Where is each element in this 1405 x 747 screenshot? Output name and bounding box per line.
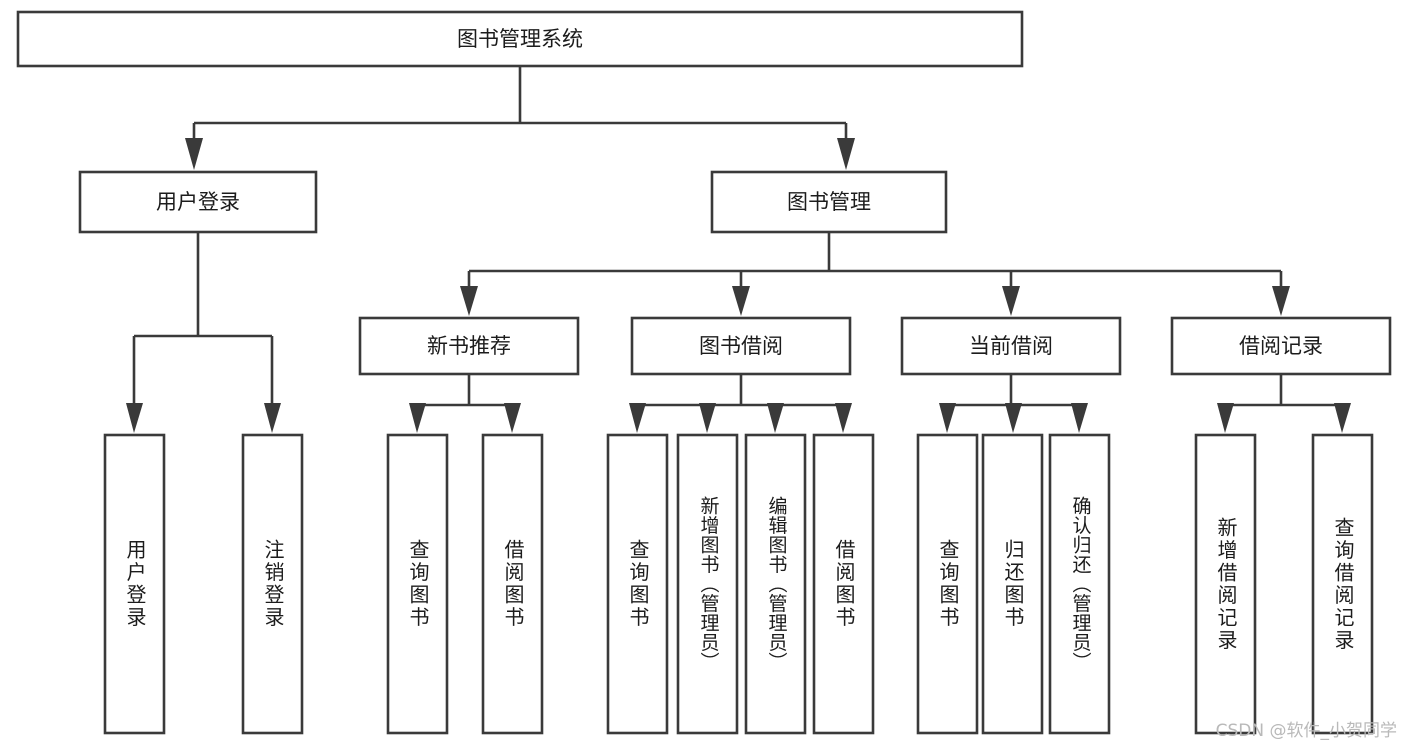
node-user-login[interactable]: 用户登录 bbox=[78, 170, 318, 234]
node-book-borrow-box[interactable] bbox=[630, 316, 852, 376]
arrow-icon-leaf-logout bbox=[264, 403, 281, 433]
node-leaf-add-book-box[interactable] bbox=[676, 433, 739, 735]
node-leaf-query-book-brw-box[interactable] bbox=[606, 433, 669, 735]
leaf-boxes bbox=[103, 433, 1374, 735]
arrow-icon-user-login bbox=[185, 138, 203, 170]
connector-root-to-level1 bbox=[185, 66, 855, 170]
arrow-icon-leaf-confirm-return bbox=[1071, 403, 1088, 433]
node-leaf-add-record-box[interactable] bbox=[1194, 433, 1257, 735]
node-book-manage[interactable]: 图书管理 bbox=[710, 170, 948, 234]
arrow-icon-book-borrow bbox=[732, 286, 750, 316]
arrow-icon-leaf-query-book-rec bbox=[409, 403, 426, 433]
node-root-box[interactable] bbox=[16, 10, 1024, 68]
arrow-icon-borrow-record bbox=[1272, 286, 1290, 316]
arrow-icon-leaf-add-record bbox=[1217, 403, 1234, 433]
arrow-icon-leaf-query-book-cur bbox=[939, 403, 956, 433]
arrow-icon-leaf-edit-book bbox=[767, 403, 784, 433]
node-new-book-recommend[interactable]: 新书推荐 bbox=[358, 316, 580, 376]
node-new-book-recommend-label: 新书推荐 bbox=[427, 334, 511, 358]
node-borrow-record-box[interactable] bbox=[1170, 316, 1392, 376]
node-leaf-query-book-cur-box[interactable] bbox=[916, 433, 979, 735]
arrow-icon-leaf-query-book-brw bbox=[629, 403, 646, 433]
node-root-label: 图书管理系统 bbox=[457, 27, 583, 51]
node-leaf-user-login-box[interactable] bbox=[103, 433, 166, 735]
arrow-icon-leaf-return-book bbox=[1005, 403, 1022, 433]
node-new-book-recommend-box[interactable] bbox=[358, 316, 580, 376]
arrow-icon-leaf-query-record bbox=[1334, 403, 1351, 433]
node-leaf-query-record-box[interactable] bbox=[1311, 433, 1374, 735]
node-current-borrow-label: 当前借阅 bbox=[969, 334, 1053, 358]
node-root[interactable]: 图书管理系统 bbox=[16, 10, 1024, 68]
node-leaf-logout-box[interactable] bbox=[241, 433, 304, 735]
node-borrow-record[interactable]: 借阅记录 bbox=[1170, 316, 1392, 376]
arrow-icon-leaf-borrow-book-brw bbox=[835, 403, 852, 433]
connector-borrowrecord-to-leaves bbox=[1217, 374, 1351, 433]
node-book-manage-label: 图书管理 bbox=[787, 190, 871, 214]
arrow-icon-new-book-recommend bbox=[460, 286, 478, 316]
node-leaf-return-book-box[interactable] bbox=[981, 433, 1044, 735]
arrow-icon-leaf-add-book bbox=[699, 403, 716, 433]
node-borrow-record-label: 借阅记录 bbox=[1239, 334, 1323, 358]
arrow-icon-leaf-borrow-book-rec bbox=[504, 403, 521, 433]
node-leaf-edit-book-box[interactable] bbox=[744, 433, 807, 735]
node-leaf-borrow-book-brw-box[interactable] bbox=[812, 433, 875, 735]
connector-bookborrow-to-leaves bbox=[629, 374, 852, 433]
connector-bookmanage-to-level2 bbox=[460, 232, 1290, 316]
node-current-borrow-box[interactable] bbox=[900, 316, 1122, 376]
connector-currentborrow-to-leaves bbox=[939, 374, 1088, 433]
node-leaf-query-book-rec-box[interactable] bbox=[386, 433, 449, 735]
node-user-login-box[interactable] bbox=[78, 170, 318, 234]
arrow-icon-book-manage bbox=[837, 138, 855, 170]
node-user-login-label: 用户登录 bbox=[156, 190, 240, 214]
node-current-borrow[interactable]: 当前借阅 bbox=[900, 316, 1122, 376]
connector-userlogin-to-leaves bbox=[126, 232, 281, 433]
node-leaf-borrow-book-rec-box[interactable] bbox=[481, 433, 544, 735]
node-book-borrow-label: 图书借阅 bbox=[699, 334, 783, 358]
csdn-watermark: CSDN @软件_小贺同学 bbox=[1215, 721, 1397, 741]
node-book-borrow[interactable]: 图书借阅 bbox=[630, 316, 852, 376]
node-book-manage-box[interactable] bbox=[710, 170, 948, 234]
node-leaf-confirm-return-box[interactable] bbox=[1048, 433, 1111, 735]
arrow-icon-leaf-user-login bbox=[126, 403, 143, 433]
arrow-icon-current-borrow bbox=[1002, 286, 1020, 316]
connector-newbook-to-leaves bbox=[409, 374, 521, 433]
